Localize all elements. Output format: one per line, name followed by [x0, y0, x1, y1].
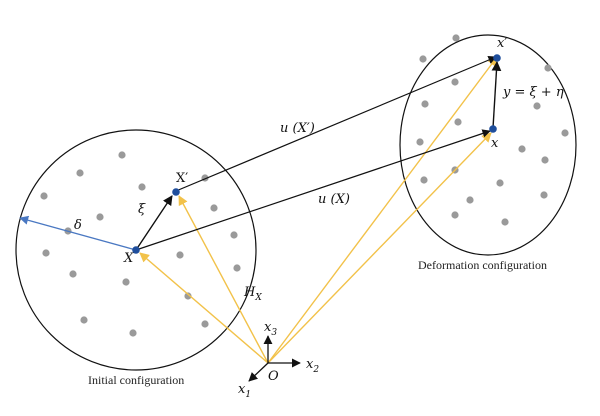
displacement-u-X	[135, 129, 491, 251]
material-point	[419, 55, 427, 63]
label-H: H	[243, 285, 256, 300]
label-x1: x1	[238, 382, 251, 400]
material-point	[184, 292, 192, 300]
coordinate-axes	[248, 335, 301, 382]
label-delta: δ	[74, 218, 82, 233]
displacement-u-X-prime	[175, 56, 497, 192]
caption-initial-configuration: Initial configuration	[88, 373, 184, 387]
horizon-radius-arrow	[19, 215, 137, 251]
material-point	[42, 249, 50, 257]
label-x1-base: x	[238, 382, 246, 397]
material-point	[76, 169, 84, 177]
material-point	[451, 78, 459, 86]
label-x2: x2	[306, 357, 319, 375]
material-point	[233, 264, 241, 272]
label-x3-base: x	[264, 320, 272, 335]
initial-material-points	[40, 151, 241, 337]
caption-deformation-configuration: Deformation configuration	[418, 258, 547, 272]
material-point	[201, 320, 209, 328]
material-point	[421, 100, 429, 108]
material-point	[138, 183, 146, 191]
bond-xi-arrow	[135, 195, 173, 251]
label-x1-subscript: 1	[245, 390, 251, 400]
material-point	[451, 211, 459, 219]
position-vector-X	[139, 252, 269, 364]
label-x2-base: x	[306, 357, 314, 372]
position-vectors	[139, 56, 498, 364]
label-H-X: HX	[243, 285, 262, 303]
material-point	[122, 278, 130, 286]
label-X-prime: X′	[176, 171, 188, 186]
material-point	[80, 316, 88, 324]
position-vector-x-prime	[267, 56, 498, 364]
label-x3: x3	[264, 320, 277, 338]
label-X: X	[123, 251, 134, 266]
material-point	[541, 156, 549, 164]
material-point	[96, 213, 104, 221]
position-vector-X-prime	[178, 195, 269, 364]
point-X	[132, 246, 140, 254]
label-origin-O: O	[268, 369, 279, 384]
label-xi: ξ	[138, 202, 146, 217]
label-H-subscript: X	[254, 293, 262, 303]
material-point	[129, 329, 137, 337]
material-point	[454, 118, 462, 126]
point-X-prime	[172, 188, 180, 196]
material-point	[466, 196, 474, 204]
material-point	[496, 179, 504, 187]
bond-y-arrow	[491, 61, 502, 129]
material-point	[518, 145, 526, 153]
material-point	[416, 138, 424, 146]
label-x2-subscript: 2	[312, 365, 319, 375]
material-point	[210, 204, 218, 212]
label-u-X: u (X)	[318, 192, 350, 207]
material-point	[561, 129, 569, 137]
position-vector-x	[267, 132, 492, 364]
axis-x1	[248, 362, 269, 382]
label-x-prime: x′	[497, 36, 507, 51]
material-point	[176, 251, 184, 259]
initial-configuration-circle	[15, 129, 257, 371]
material-point	[452, 34, 460, 42]
material-point	[69, 270, 77, 278]
label-x: x	[491, 136, 499, 151]
point-x	[489, 125, 497, 133]
material-point	[501, 218, 509, 226]
material-point	[420, 176, 428, 184]
material-point	[230, 231, 238, 239]
label-y-equation: y = ξ + η	[502, 85, 564, 100]
material-point	[544, 64, 552, 72]
material-point	[533, 102, 541, 110]
material-point	[118, 151, 126, 159]
deformation-configuration-ellipse	[399, 34, 577, 256]
label-x3-subscript: 3	[271, 328, 277, 338]
material-point	[40, 192, 48, 200]
material-point	[540, 191, 548, 199]
point-x-prime	[493, 54, 501, 62]
label-u-X-prime: u (X′)	[280, 121, 315, 136]
